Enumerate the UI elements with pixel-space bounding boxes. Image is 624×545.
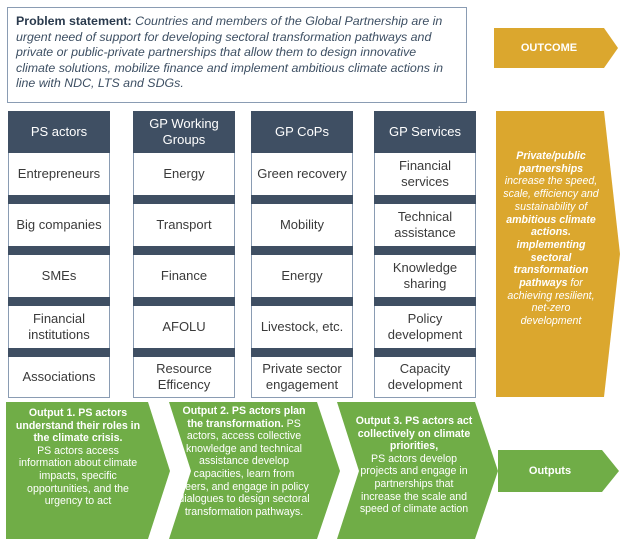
- row-separator: [374, 195, 476, 204]
- row-separator: [133, 348, 235, 357]
- row-separator: [251, 297, 353, 306]
- outcome-label: OUTCOME: [520, 42, 578, 54]
- problem-statement: Problem statement: Countries and members…: [7, 7, 467, 103]
- column-cell: Resource Efficency: [133, 357, 235, 398]
- column-cell: Knowledge sharing: [374, 255, 476, 297]
- output-2: Output 2. PS actors plan the transformat…: [178, 405, 310, 518]
- column-cell: Private sector engagement: [251, 357, 353, 398]
- column-header: GP CoPs: [251, 111, 353, 153]
- column-cell: Financial services: [374, 153, 476, 195]
- output-2-text: PS actors, access collective knowledge a…: [178, 417, 310, 518]
- problem-text: Countries and members of the Global Part…: [16, 14, 443, 90]
- column-cell: Energy: [133, 153, 235, 195]
- column-cell: Financial institutions: [8, 306, 110, 348]
- row-separator: [374, 246, 476, 255]
- output-1-title: Output 1. PS actors understand their rol…: [15, 407, 141, 445]
- output-3-text: PS actors develop projects and engage in…: [359, 452, 469, 516]
- column-cell: SMEs: [8, 255, 110, 297]
- column-cell: Mobility: [251, 204, 353, 246]
- row-separator: [251, 246, 353, 255]
- column-gp-cops: GP CoPs Green recovery Mobility Energy L…: [251, 111, 353, 398]
- output-3-arrow: [337, 402, 498, 539]
- outcome-text-1: increase the speed, scale, efficiency an…: [503, 175, 599, 213]
- output-2-title: Output 2. PS actors plan the transformat…: [182, 405, 306, 430]
- outputs-arrow: [498, 450, 619, 492]
- row-separator: [133, 195, 235, 204]
- row-separator: [251, 195, 353, 204]
- column-header: GP Working Groups: [133, 111, 235, 153]
- column-cell: Technical assistance: [374, 204, 476, 246]
- column-cell: Capacity development: [374, 357, 476, 398]
- column-cell: Finance: [133, 255, 235, 297]
- output-2-arrow: [169, 402, 340, 539]
- outcome-arrow: [494, 28, 618, 68]
- column-gp-services: GP Services Financial services Technical…: [374, 111, 476, 398]
- outcome-bold-1: Private/public partnerships: [516, 150, 586, 175]
- row-separator: [133, 246, 235, 255]
- row-separator: [8, 246, 110, 255]
- column-cell: Transport: [133, 204, 235, 246]
- column-cell: Big companies: [8, 204, 110, 246]
- column-cell: Livestock, etc.: [251, 306, 353, 348]
- output-1-text: PS actors access information about clima…: [18, 444, 138, 508]
- column-header: GP Services: [374, 111, 476, 153]
- outcome-box: Private/public partnerships increase the…: [502, 150, 600, 328]
- column-cell: Policy development: [374, 306, 476, 348]
- column-cell: Green recovery: [251, 153, 353, 195]
- column-header: PS actors: [8, 111, 110, 153]
- outcome-bold-2: ambitious climate actions. implementing …: [506, 213, 596, 290]
- column-gp-working-groups: GP Working Groups Energy Transport Finan…: [133, 111, 235, 398]
- output-1-arrow: [6, 402, 170, 539]
- row-separator: [251, 348, 353, 357]
- row-separator: [133, 297, 235, 306]
- column-cell: Energy: [251, 255, 353, 297]
- outputs-label: Outputs: [528, 465, 572, 477]
- row-separator: [374, 348, 476, 357]
- column-ps-actors: PS actors Entrepreneurs Big companies SM…: [8, 111, 110, 398]
- row-separator: [8, 195, 110, 204]
- row-separator: [8, 297, 110, 306]
- problem-label: Problem statement:: [16, 14, 132, 28]
- outcome-box-shape: [496, 111, 620, 397]
- column-cell: AFOLU: [133, 306, 235, 348]
- output-3: Output 3. PS actors act collectively on …: [354, 415, 474, 516]
- column-cell: Associations: [8, 357, 110, 398]
- outcome-text-2: for achieving resilient, net-zero develo…: [507, 277, 595, 328]
- column-cell: Entrepreneurs: [8, 153, 110, 195]
- output-3-title: Output 3. PS actors act collectively on …: [355, 415, 473, 453]
- output-1: Output 1. PS actors understand their rol…: [12, 407, 144, 508]
- row-separator: [8, 348, 110, 357]
- row-separator: [374, 297, 476, 306]
